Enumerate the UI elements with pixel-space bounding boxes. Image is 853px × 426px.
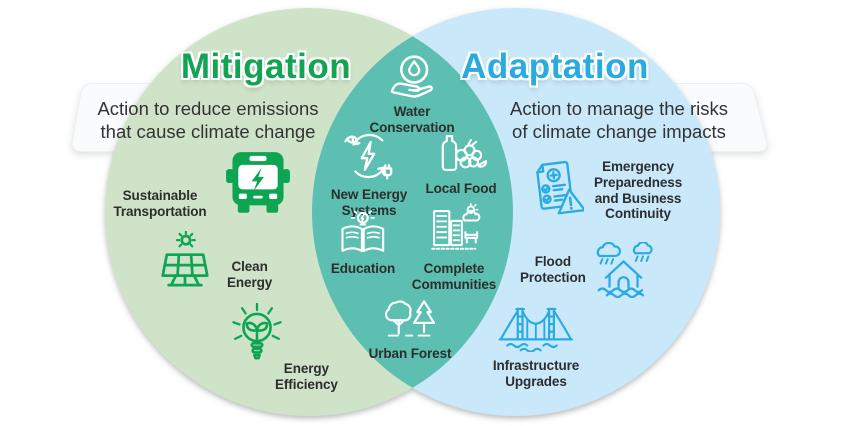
item-label: Infrastructure Upgrades <box>492 358 580 389</box>
item-label: Energy Efficiency <box>275 361 338 392</box>
overlap-item-complete-communities: Complete Communities <box>412 203 496 292</box>
groceries-icon <box>435 133 487 174</box>
emergency-plan-icon <box>528 158 586 223</box>
overlap-item-new-energy-systems: New Energy Systems <box>331 130 407 218</box>
item-label: Complete Communities <box>411 261 497 292</box>
item-label: Urban Forest <box>368 346 452 361</box>
item-label: Sustainable Transportation <box>113 188 207 219</box>
item-label: Water Conservation <box>369 104 455 135</box>
adaptation-item-emergency-preparedness: Emergency Preparedness and Business Cont… <box>528 158 682 223</box>
solar-panel-icon <box>155 230 215 302</box>
item-label: Flood Protection <box>520 254 586 285</box>
item-label: Emergency Preparedness and Business Cont… <box>594 159 683 222</box>
overlap-item-education: Education <box>331 209 395 277</box>
suspension-bridge-icon <box>498 302 574 353</box>
overlap-item-urban-forest: Urban Forest <box>369 297 452 362</box>
overlap-item-local-food: Local Food <box>426 133 497 197</box>
city-buildings-icon <box>427 203 481 255</box>
adaptation-title: Adaptation <box>461 47 649 86</box>
mitigation-item-energy-efficiency: Energy Efficiency <box>229 302 349 393</box>
item-label: Clean Energy <box>227 259 273 290</box>
mitigation-item-clean-energy: Clean Energy <box>155 230 273 302</box>
adaptation-item-infrastructure-upgrades: Infrastructure Upgrades <box>493 302 579 389</box>
mitigation-subtitle: Action to reduce emissions that cause cl… <box>97 98 319 142</box>
mitigation-title: Mitigation <box>180 47 352 86</box>
overlap-item-water-conservation: Water Conservation <box>369 52 455 135</box>
item-label: Education <box>330 261 396 276</box>
electric-bus-icon <box>226 150 290 216</box>
trees-icon <box>382 297 438 339</box>
open-book-bulb-icon <box>339 209 387 255</box>
renewable-cycle-icon <box>344 130 394 182</box>
item-label: New Energy Systems <box>330 187 408 218</box>
adaptation-item-flood-protection: Flood Protection <box>520 241 654 299</box>
overlap-lens <box>312 8 513 416</box>
flood-house-icon <box>594 241 654 299</box>
adaptation-subtitle: Action to manage the risks of climate ch… <box>510 98 728 142</box>
eco-lightbulb-icon <box>229 302 285 373</box>
mitigation-item-sustainable-transportation: Sustainable Transportation <box>104 150 290 219</box>
item-label: Local Food <box>425 181 497 196</box>
water-drop-hand-icon <box>387 52 437 100</box>
